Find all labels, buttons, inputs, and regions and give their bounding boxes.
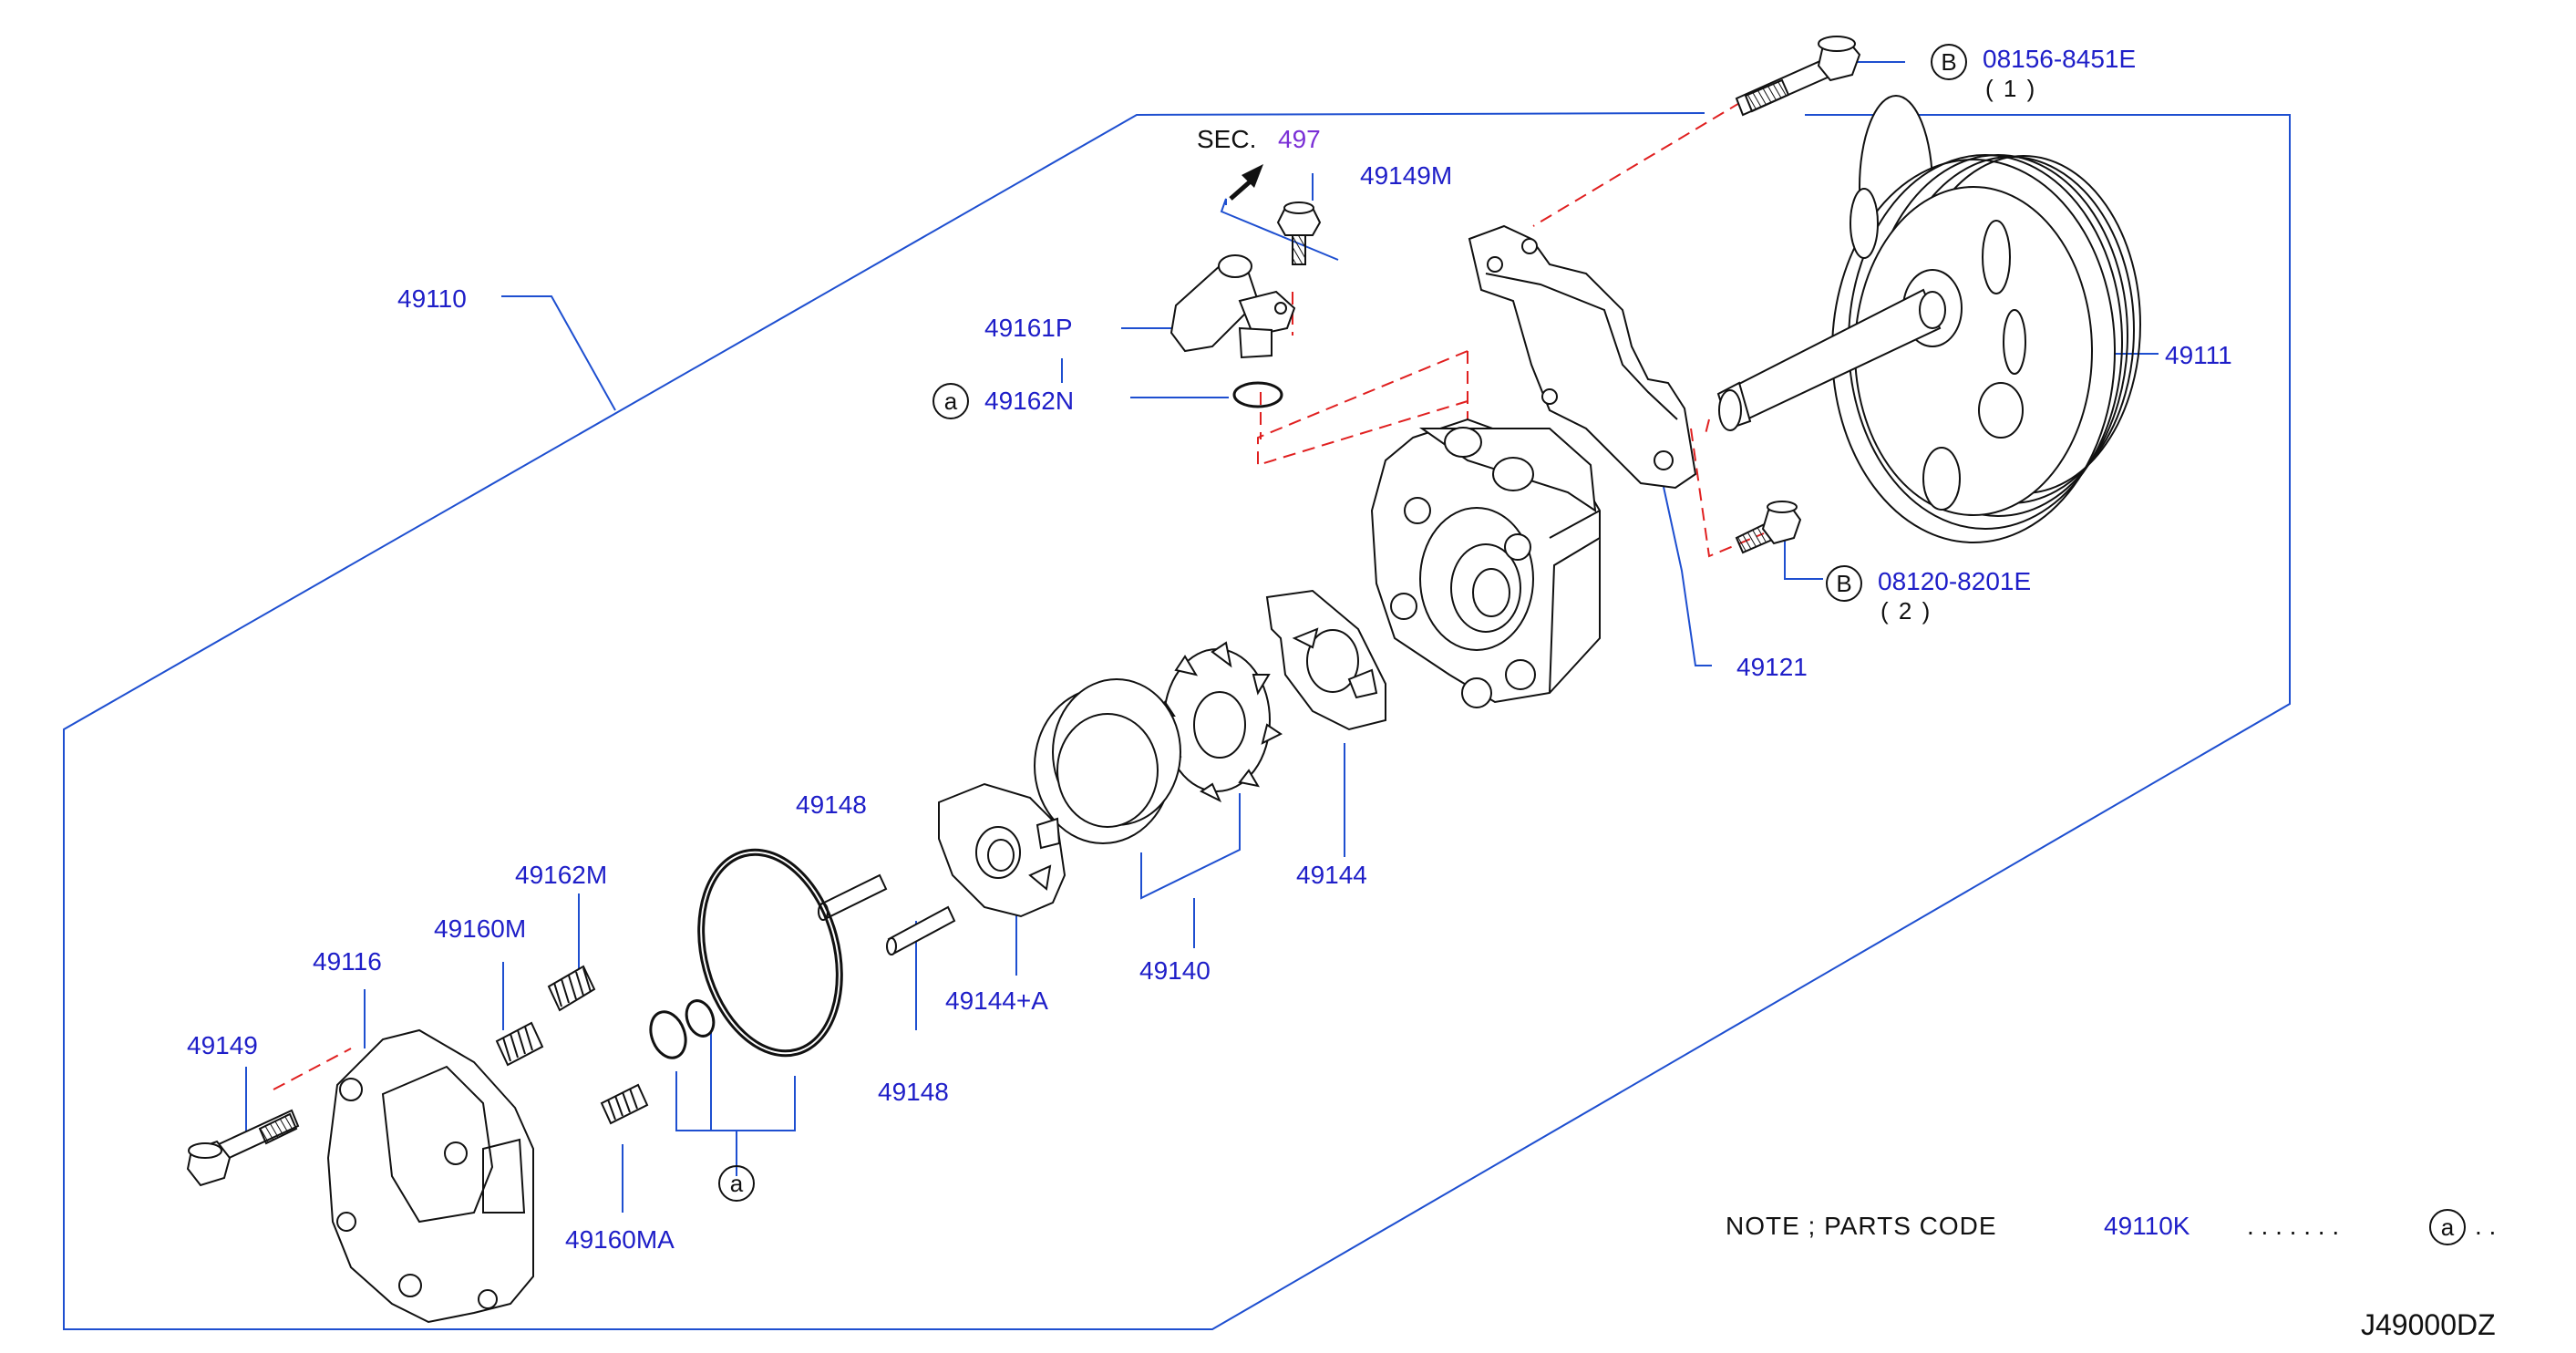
spring-icon bbox=[495, 965, 649, 1125]
part-label-49149m[interactable]: 49149M bbox=[1360, 161, 1453, 190]
pressure-plate-icon bbox=[1265, 589, 1386, 731]
marker-a-bottom: a bbox=[718, 1165, 755, 1202]
bolt-marker-mid: B bbox=[1826, 565, 1862, 602]
part-label-49144a[interactable]: 49144+A bbox=[945, 986, 1048, 1015]
bolt-code-mid[interactable]: 08120-8201E bbox=[1878, 567, 2032, 595]
o-ring-small-icon bbox=[649, 999, 716, 1059]
bolt-mid-icon bbox=[1735, 501, 1802, 554]
section-arrow bbox=[1229, 164, 1263, 201]
section-number-link[interactable]: 497 bbox=[1278, 125, 1321, 153]
assembly-boundary bbox=[63, 112, 2291, 1330]
part-label-49162n[interactable]: 49162N bbox=[984, 387, 1075, 415]
pump-body-icon bbox=[1370, 418, 1601, 708]
note-label: NOTE ; PARTS CODE bbox=[1726, 1212, 1997, 1240]
side-plate-icon bbox=[938, 782, 1066, 918]
part-label-49140[interactable]: 49140 bbox=[1139, 956, 1211, 985]
section-prefix: SEC. bbox=[1197, 125, 1257, 153]
cam-ring-icon bbox=[1034, 678, 1181, 844]
bolt-top-icon bbox=[1735, 36, 1861, 117]
hidden-lines bbox=[273, 101, 1765, 1090]
part-label-49144[interactable]: 49144 bbox=[1296, 861, 1367, 889]
note-parts-code[interactable]: 49110K bbox=[2104, 1212, 2190, 1240]
leader-lines bbox=[245, 61, 2159, 1213]
bracket-icon bbox=[1468, 224, 1697, 490]
bolt-marker-top: B bbox=[1931, 44, 1967, 80]
part-label-49116[interactable]: 49116 bbox=[313, 947, 382, 976]
bolt-49149-icon bbox=[186, 1109, 300, 1187]
note-dots-left: . . . . . . . bbox=[2247, 1212, 2340, 1240]
rotor-icon bbox=[1154, 641, 1283, 803]
part-label-49148-bottom[interactable]: 49148 bbox=[878, 1078, 949, 1106]
rear-cover-icon bbox=[326, 1028, 534, 1324]
part-label-49161p[interactable]: 49161P bbox=[984, 314, 1073, 342]
o-ring-large-icon bbox=[697, 848, 843, 1058]
diagram-code: J49000DZ bbox=[2361, 1308, 2496, 1341]
part-label-49148-top[interactable]: 49148 bbox=[796, 790, 867, 819]
hose-fitting-icon bbox=[1170, 254, 1296, 359]
note-dots-right: . . bbox=[2475, 1212, 2497, 1240]
bolt-qty-top: ( 1 ) bbox=[1985, 75, 2037, 102]
part-label-49110[interactable]: 49110 bbox=[397, 284, 467, 313]
marker-a-note: a bbox=[2429, 1209, 2466, 1245]
part-label-49121[interactable]: 49121 bbox=[1736, 653, 1808, 681]
part-label-49160m[interactable]: 49160M bbox=[434, 914, 527, 943]
part-label-49111[interactable]: 49111 bbox=[2165, 341, 2232, 369]
pulley-icon bbox=[1716, 95, 2141, 543]
bolt-code-top[interactable]: 08156-8451E bbox=[1983, 45, 2137, 73]
o-ring-top-icon bbox=[1232, 381, 1283, 408]
marker-a-top: a bbox=[933, 383, 969, 419]
part-label-49149[interactable]: 49149 bbox=[187, 1031, 258, 1059]
bolt-qty-mid: ( 2 ) bbox=[1880, 597, 1932, 625]
part-label-49160ma[interactable]: 49160MA bbox=[565, 1225, 675, 1254]
part-label-49162m[interactable]: 49162M bbox=[515, 861, 608, 889]
bolt-49149m-icon bbox=[1276, 201, 1322, 265]
